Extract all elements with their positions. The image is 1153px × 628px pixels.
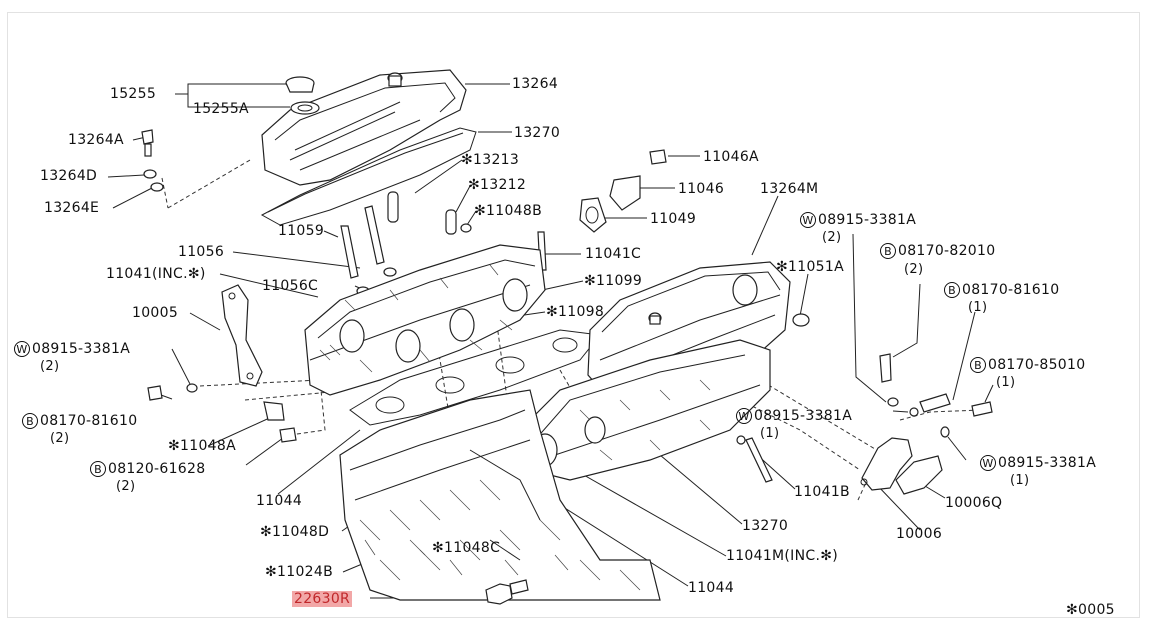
cylinder-head-left	[304, 244, 546, 396]
label-11044-left[interactable]: 11044	[256, 493, 303, 509]
label-11048B[interactable]: ✻11048B	[474, 203, 542, 219]
small-bolts-right	[736, 353, 993, 483]
washer-w-icon: W	[736, 408, 752, 424]
bracket-10006	[860, 437, 943, 495]
diagram-frame	[7, 12, 1140, 618]
label-11048C[interactable]: ✻11048C	[432, 540, 501, 556]
label-13264D[interactable]: 13264D	[40, 168, 98, 184]
qty-b3: (1)	[996, 375, 1016, 390]
qty-w3: (1)	[760, 426, 780, 441]
label-11044-bottom[interactable]: 11044	[688, 580, 735, 596]
qty-w1: (2)	[822, 230, 842, 245]
rocker-cover-left	[261, 69, 467, 186]
label-11041M[interactable]: 11041M(INC.✻)	[726, 548, 838, 564]
label-11041-inc[interactable]: 11041(INC.✻)	[106, 266, 206, 282]
label-13264M[interactable]: 13264M	[760, 181, 819, 197]
qty-b4: (2)	[50, 431, 70, 446]
label-15255[interactable]: 15255	[110, 86, 157, 102]
label-13270-top[interactable]: 13270	[514, 125, 561, 141]
label-11051A[interactable]: ✻11051A	[776, 259, 844, 275]
label-11041B[interactable]: 11041B	[794, 484, 850, 500]
washer-w-icon: W	[980, 455, 996, 471]
qty-b5: (2)	[116, 479, 136, 494]
qty-w4: (1)	[1010, 473, 1030, 488]
label-13264A[interactable]: 13264A	[68, 132, 124, 148]
valve-parts	[340, 191, 547, 296]
label-13264[interactable]: 13264	[512, 76, 559, 92]
label-10006[interactable]: 10006	[896, 526, 943, 542]
label-13212[interactable]: ✻13212	[468, 177, 527, 193]
label-22630R-highlighted[interactable]: 22630R	[292, 591, 353, 607]
label-11099[interactable]: ✻11099	[584, 273, 643, 289]
label-11098[interactable]: ✻11098	[546, 304, 605, 320]
label-11046A[interactable]: 11046A	[703, 149, 759, 165]
label-13264E[interactable]: 13264E	[44, 200, 100, 216]
rocker-gasket-top	[260, 127, 477, 226]
bolt-b-icon: B	[90, 461, 106, 477]
label-11048D[interactable]: ✻11048D	[260, 524, 330, 540]
sensor-22630R	[485, 579, 529, 605]
washer-w-icon: W	[14, 341, 30, 357]
qty-b2: (1)	[968, 300, 988, 315]
label-11046[interactable]: 11046	[678, 181, 725, 197]
thermostat-parts	[579, 149, 667, 233]
label-11049[interactable]: 11049	[650, 211, 697, 227]
cover-fasteners	[141, 129, 164, 192]
label-11024B[interactable]: ✻11024B	[265, 564, 333, 580]
label-11041C[interactable]: 11041C	[585, 246, 642, 262]
washer-w-icon: W	[800, 212, 816, 228]
label-11056[interactable]: 11056	[178, 244, 225, 260]
label-13213[interactable]: ✻13213	[461, 152, 520, 168]
bolt-b-icon: B	[22, 413, 38, 429]
bolt-b-icon: B	[880, 243, 896, 259]
label-13270-bottom[interactable]: 13270	[742, 518, 789, 534]
label-10005[interactable]: 10005	[132, 305, 179, 321]
small-bolts-left	[147, 383, 297, 443]
qty-b1: (2)	[904, 262, 924, 277]
label-11056C[interactable]: 11056C	[262, 278, 319, 294]
bracket-10005	[221, 284, 263, 387]
label-10006Q[interactable]: 10006Q	[945, 495, 1003, 511]
label-15255A[interactable]: 15255A	[193, 101, 249, 117]
label-11059[interactable]: 11059	[278, 223, 325, 239]
qty-w2: (2)	[40, 359, 60, 374]
highlight-22630R: 22630R	[292, 591, 353, 607]
diagram-reference-code: ✻0005	[1066, 602, 1115, 618]
label-11048A[interactable]: ✻11048A	[168, 438, 236, 454]
bolt-b-icon: B	[970, 357, 986, 373]
bolt-b-icon: B	[944, 282, 960, 298]
engine-block	[339, 389, 661, 601]
